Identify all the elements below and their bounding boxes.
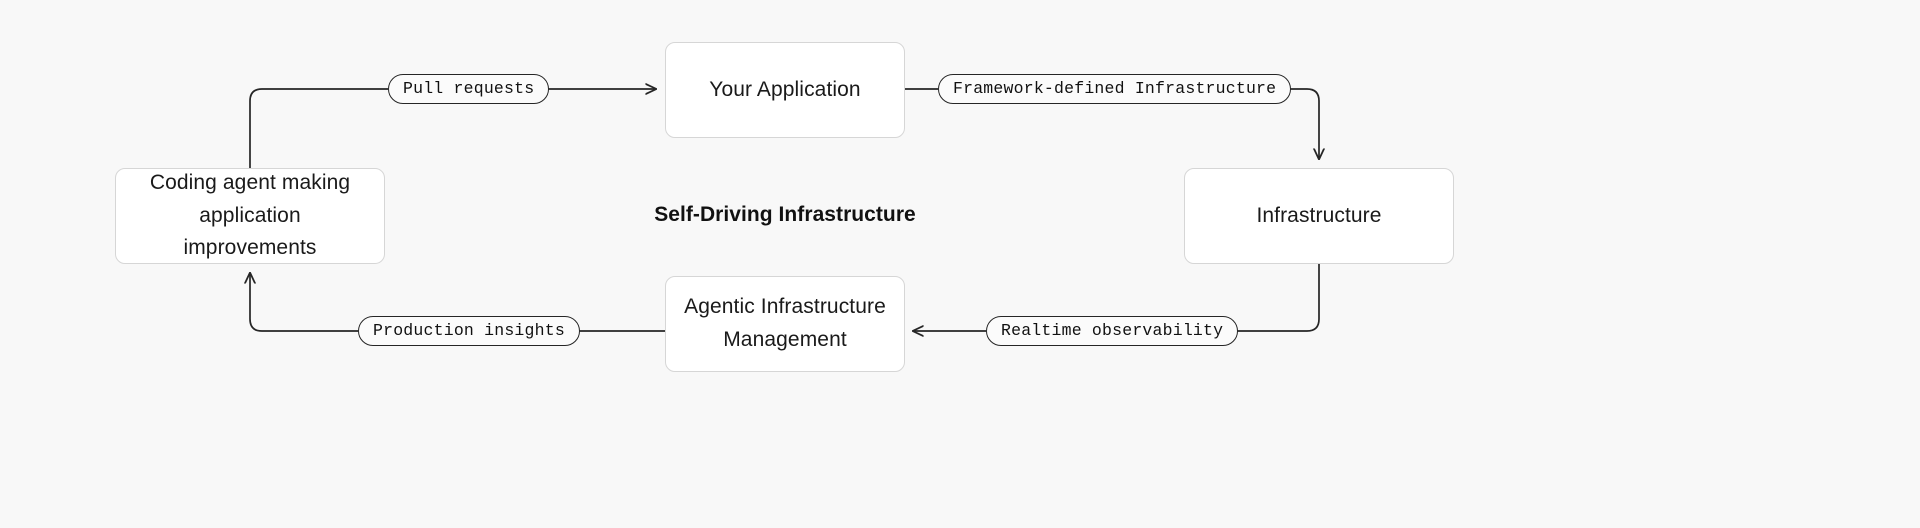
edge-label-framework-defined-infrastructure[interactable]: Framework-defined Infrastructure (938, 74, 1292, 104)
node-your-application-label: Your Application (709, 77, 861, 101)
edge-label-framework-defined-infrastructure-text: Framework-defined Infrastructure (953, 78, 1277, 98)
node-infrastructure[interactable]: Infrastructure (1184, 168, 1454, 264)
edge-label-production-insights[interactable]: Production insights (358, 316, 580, 346)
edge-label-pull-requests-text: Pull requests (403, 78, 535, 98)
diagram-title: Self-Driving Infrastructure (654, 203, 916, 226)
edge-framework-label-to-infrastructure (1274, 88, 1319, 159)
edge-infrastructure-to-realtime-label (1225, 264, 1320, 332)
edge-label-realtime-observability-text: Realtime observability (1001, 320, 1224, 340)
edge-label-production-insights-text: Production insights (373, 320, 565, 340)
edge-label-pull-requests[interactable]: Pull requests (388, 74, 550, 104)
edge-coding-agent-to-your-application (249, 88, 388, 168)
node-agentic-infrastructure-management-label: Agentic Infrastructure Management (684, 295, 886, 351)
edge-label-realtime-observability[interactable]: Realtime observability (986, 316, 1239, 346)
node-infrastructure-label: Infrastructure (1256, 203, 1382, 227)
node-coding-agent[interactable]: Coding agent making application improvem… (115, 168, 385, 264)
edge-production-label-to-coding-agent (250, 273, 358, 332)
node-coding-agent-label: Coding agent making application improvem… (149, 171, 351, 260)
node-your-application[interactable]: Your Application (665, 42, 905, 138)
node-agentic-infrastructure-management[interactable]: Agentic Infrastructure Management (665, 276, 905, 372)
